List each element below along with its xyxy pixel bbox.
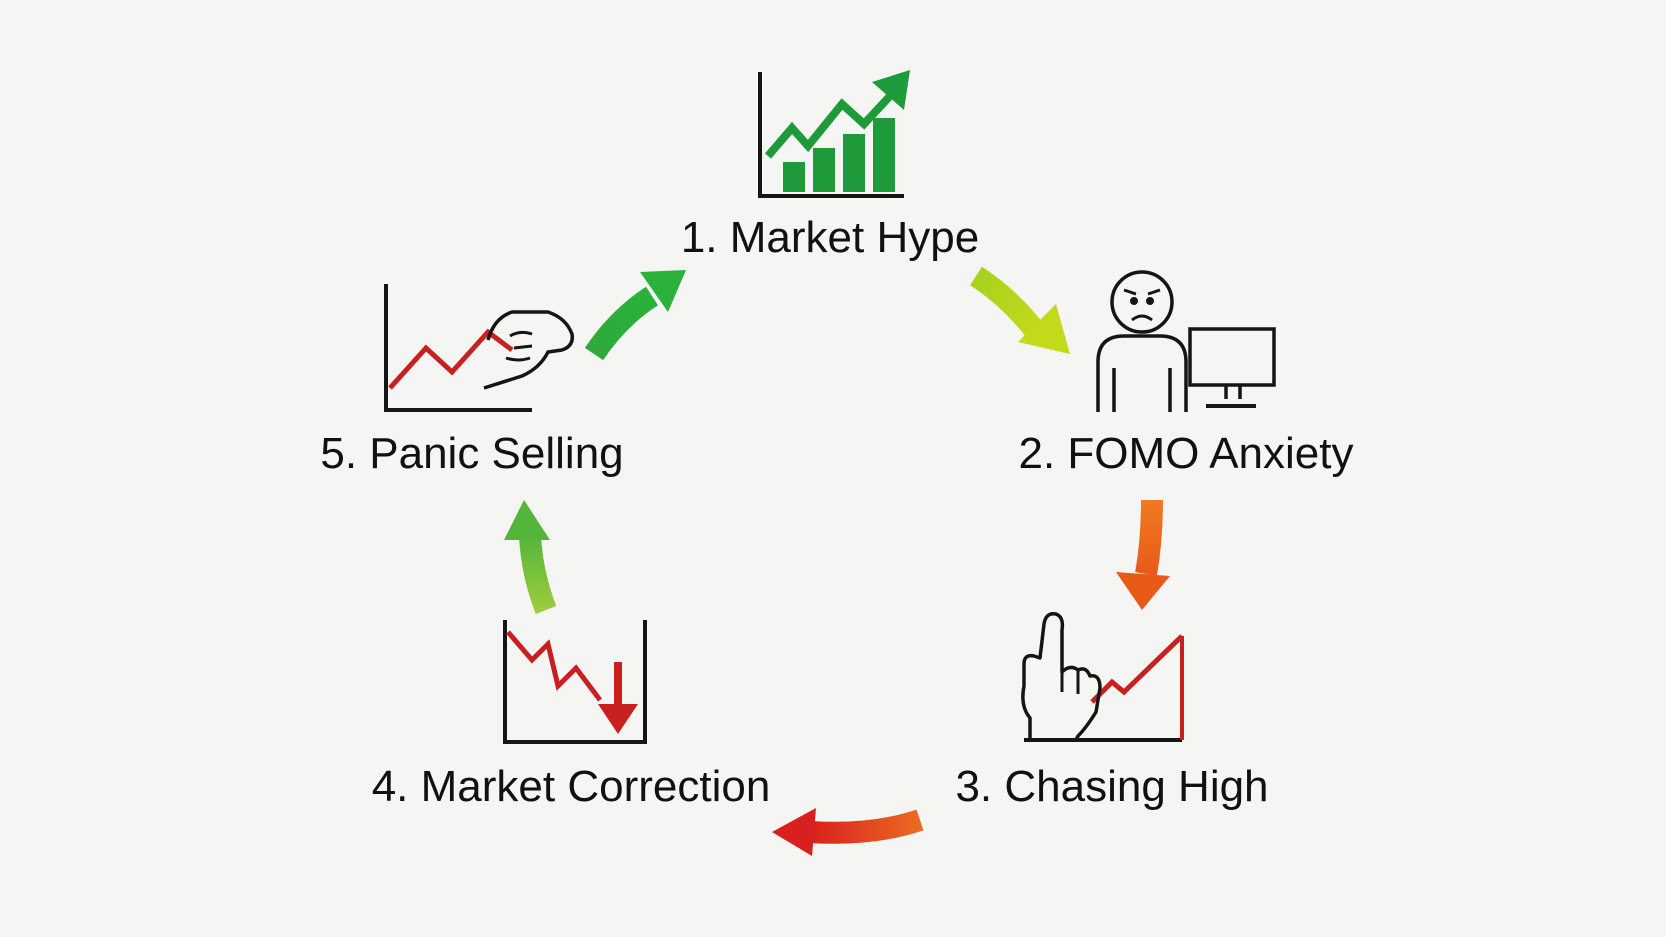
falling-chart-icon bbox=[503, 620, 647, 744]
arrow-hype-to-fomo bbox=[969, 266, 1070, 354]
rising-bar-chart-icon bbox=[758, 70, 910, 198]
arrow-fomo-to-chasing bbox=[1116, 499, 1170, 610]
stage-label-panic-selling: 5. Panic Selling bbox=[320, 429, 624, 478]
stage-label-market-correction: 4. Market Correction bbox=[371, 762, 771, 811]
arrow-chasing-to-correction bbox=[772, 808, 924, 856]
stage-label-fomo-anxiety: 2. FOMO Anxiety bbox=[1018, 429, 1354, 478]
stage-label-chasing-high: 3. Chasing High bbox=[955, 762, 1269, 811]
hand-pointing-at-peak-chart-icon bbox=[1021, 611, 1184, 742]
arrow-panic-to-hype bbox=[584, 270, 686, 361]
stage-label-market-hype: 1. Market Hype bbox=[680, 213, 980, 262]
hand-releasing-chart-icon bbox=[384, 284, 575, 412]
anxious-person-at-computer-icon bbox=[1096, 270, 1276, 412]
arrow-correction-to-panic bbox=[504, 500, 557, 614]
